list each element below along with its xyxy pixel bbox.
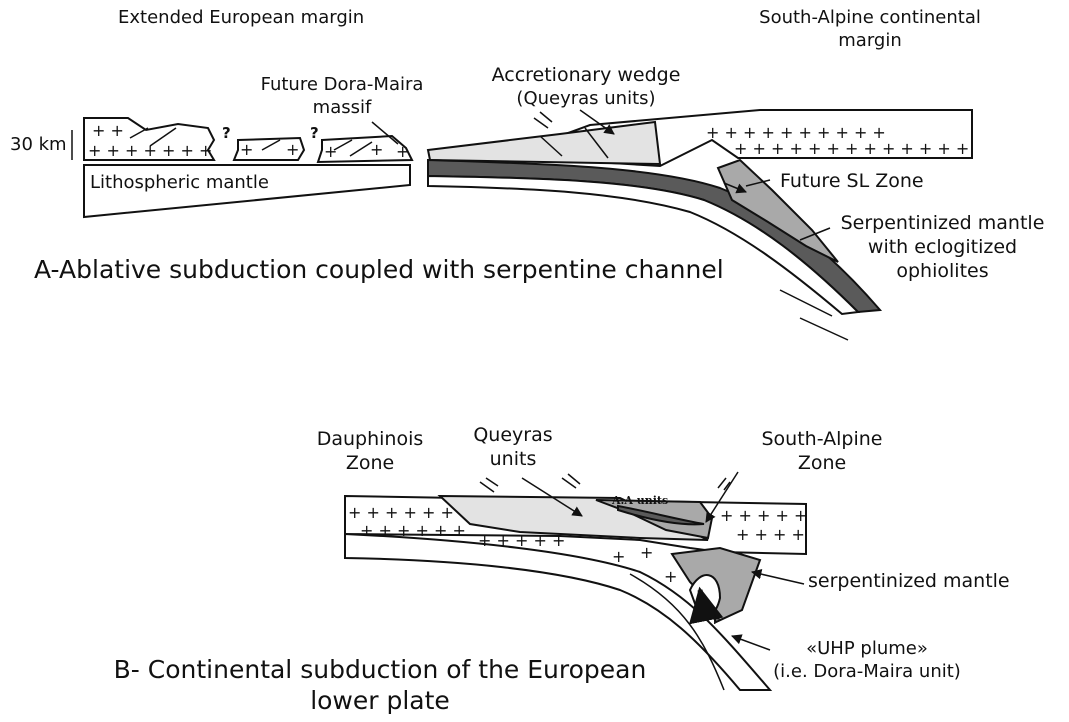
label-uhp-plume-line1: «UHP plume» bbox=[762, 638, 972, 661]
label-south-alpine-zone-line1: South-Alpine bbox=[742, 428, 902, 452]
label-queyras-units: Queyras units bbox=[458, 424, 568, 472]
caption-panel-b-line1: B- Continental subduction of the Europea… bbox=[80, 654, 680, 685]
label-dauphinois-zone-line1: Dauphinois bbox=[310, 428, 430, 452]
label-serpentinized-mantle-a-line2: with eclogitized bbox=[820, 236, 1065, 260]
svg-text:+ + + + + +: + + + + + + bbox=[360, 521, 466, 540]
svg-text:+: + bbox=[640, 543, 653, 562]
shear-arrows-b bbox=[480, 474, 730, 492]
caption-panel-b-line2: lower plate bbox=[80, 685, 680, 716]
svg-text:+: + bbox=[664, 567, 677, 586]
label-lithospheric-mantle: Lithospheric mantle bbox=[90, 172, 269, 195]
label-accretionary-wedge-line1: Accretionary wedge bbox=[466, 64, 706, 88]
label-extended-european-margin: Extended European margin bbox=[118, 7, 364, 30]
svg-text:+: + bbox=[286, 140, 299, 159]
label-south-alpine-margin: South-Alpine continental margin bbox=[740, 7, 1000, 52]
svg-text:+ + + + + +: + + + + + + bbox=[348, 503, 454, 522]
svg-text:+: + bbox=[708, 609, 721, 628]
label-queyras-units-line2: units bbox=[458, 448, 568, 472]
label-serpentinized-mantle-a-line3: ophiolites bbox=[820, 260, 1065, 284]
label-scale-30km: 30 km bbox=[10, 134, 67, 157]
label-south-alpine-margin-line2: margin bbox=[740, 30, 1000, 53]
label-south-alpine-zone-line2: Zone bbox=[742, 452, 902, 476]
label-south-alpine-margin-line1: South-Alpine continental bbox=[740, 7, 1000, 30]
accretionary-wedge-a bbox=[428, 122, 660, 164]
label-uhp-plume-line2: (i.e. Dora-Maira unit) bbox=[762, 661, 972, 684]
label-aa-units: A.A units bbox=[612, 494, 668, 508]
label-south-alpine-zone: South-Alpine Zone bbox=[742, 428, 902, 476]
svg-text:+: + bbox=[396, 142, 409, 161]
svg-text:+: + bbox=[324, 142, 337, 161]
label-future-dora-maira-line1: Future Dora-Maira bbox=[252, 74, 432, 97]
label-serpentinized-mantle-a: Serpentinized mantle with eclogitized op… bbox=[820, 212, 1065, 283]
label-future-dora-maira-line2: massif bbox=[252, 97, 432, 120]
label-serpentinized-mantle-a-line1: Serpentinized mantle bbox=[820, 212, 1065, 236]
svg-text:+ + + + + + + + + + + + +: + + + + + + + + + + + + + bbox=[734, 139, 969, 158]
svg-text:+ + + + +: + + + + + bbox=[720, 506, 807, 525]
caption-panel-b: B- Continental subduction of the Europea… bbox=[80, 654, 680, 717]
question-mark-1: ? bbox=[222, 124, 231, 143]
question-mark-2: ? bbox=[310, 124, 319, 143]
label-future-dora-maira: Future Dora-Maira massif bbox=[252, 74, 432, 119]
svg-text:+ + + + +: + + + + + bbox=[478, 531, 565, 550]
caption-panel-a: A-Ablative subduction coupled with serpe… bbox=[34, 254, 724, 285]
label-queyras-units-line1: Queyras bbox=[458, 424, 568, 448]
svg-text:+: + bbox=[240, 140, 253, 159]
svg-text:+: + bbox=[612, 547, 625, 566]
label-accretionary-wedge: Accretionary wedge (Queyras units) bbox=[466, 64, 706, 110]
label-serpentinized-mantle-b: serpentinized mantle bbox=[808, 570, 1010, 594]
svg-text:+ + + +: + + + + bbox=[736, 525, 805, 544]
svg-text:+ +: + + bbox=[92, 121, 124, 140]
svg-text:+ + + + + + +: + + + + + + + bbox=[88, 141, 212, 160]
label-uhp-plume: «UHP plume» (i.e. Dora-Maira unit) bbox=[762, 638, 972, 683]
label-future-sl-zone: Future SL Zone bbox=[780, 170, 924, 194]
label-accretionary-wedge-line2: (Queyras units) bbox=[466, 88, 706, 111]
label-dauphinois-zone: Dauphinois Zone bbox=[310, 428, 430, 476]
svg-text:+: + bbox=[370, 140, 383, 159]
label-dauphinois-zone-line2: Zone bbox=[310, 452, 430, 476]
